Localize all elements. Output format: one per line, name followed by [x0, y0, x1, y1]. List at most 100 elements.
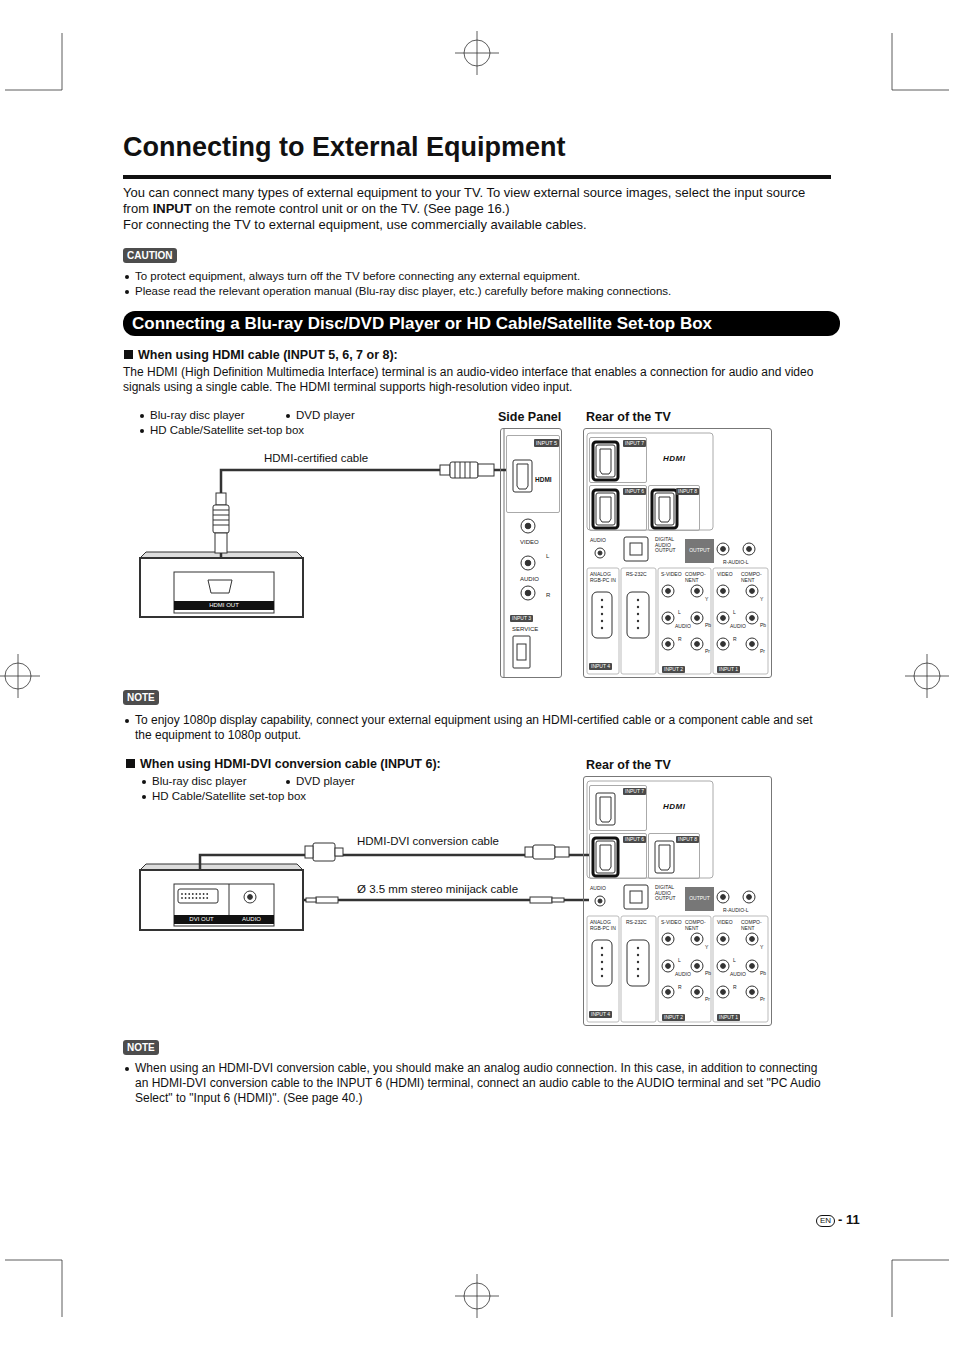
minijack-plug — [316, 897, 338, 903]
dvi-plug — [305, 846, 313, 858]
terminal-label: R — [546, 592, 550, 599]
pin — [185, 893, 187, 895]
terminal-label: INPUT 2 — [662, 666, 685, 673]
optical-terminal — [624, 537, 648, 561]
jack — [595, 548, 605, 558]
jack — [750, 642, 755, 647]
terminal-label: AUDIO — [730, 624, 746, 630]
jack — [721, 642, 726, 647]
hdmi-plug — [593, 838, 618, 876]
terminal-label: Y — [760, 597, 763, 603]
terminal-label: Pb — [705, 623, 711, 629]
jack — [721, 589, 726, 594]
terminal-label: Pr — [760, 997, 765, 1003]
input-group — [713, 916, 768, 1022]
crop-mark — [5, 1260, 62, 1261]
terminal-label: AUDIO — [520, 576, 539, 583]
jack — [666, 589, 671, 594]
device-body — [140, 558, 303, 617]
jack — [525, 590, 531, 596]
terminal-label: INPUT 4 — [589, 663, 612, 670]
jack — [598, 551, 602, 555]
side-panel: Side PanelVIDEOLAUDIORINPUT 3SERVICEINPU… — [500, 428, 562, 678]
square-marker — [124, 350, 133, 359]
hdmi-socket — [596, 445, 615, 477]
pin — [203, 897, 205, 899]
jack — [595, 896, 605, 906]
pin — [601, 606, 603, 608]
terminal-label: L — [733, 610, 736, 616]
terminal-label: AUDIO — [590, 538, 606, 544]
terminal-label: R — [678, 637, 682, 643]
panel-heading: Side Panel — [498, 410, 561, 424]
jack — [750, 616, 755, 621]
jack — [746, 960, 758, 972]
usb-port — [517, 644, 526, 660]
terminal-label: R-AUDIO-L — [723, 908, 749, 914]
body-text: DVD player — [296, 408, 355, 422]
body-text: To protect equipment, always turn off th… — [135, 269, 831, 283]
jack — [717, 960, 729, 972]
terminal-label: L — [678, 610, 681, 616]
hdmi-socket — [596, 793, 615, 825]
registration-mark — [0, 654, 40, 698]
bullet-dot — [125, 275, 129, 279]
jack — [746, 612, 758, 624]
hdmi-socket — [596, 841, 615, 873]
d-sub-port — [627, 940, 649, 986]
badge-text: Connecting a Blu-ray Disc/DVD Player or … — [132, 311, 840, 336]
terminal-label: INPUT 7 — [623, 788, 646, 795]
jack — [695, 964, 700, 969]
plug-rib — [213, 525, 229, 526]
pin — [601, 620, 603, 622]
terminal-label: RS-232C — [626, 572, 647, 578]
terminal-label: HDMI — [663, 454, 685, 463]
device-face — [174, 572, 274, 613]
jack — [521, 556, 535, 570]
hdmi-plug — [593, 442, 618, 480]
pin — [203, 893, 205, 895]
crop-mark — [892, 1260, 949, 1261]
pin — [181, 893, 183, 895]
jack — [747, 895, 752, 900]
terminal-label: HDMI — [535, 476, 552, 483]
jack — [666, 964, 671, 969]
body-text: To enjoy 1080p display capability, conne… — [135, 713, 831, 743]
hdmi-plug — [216, 493, 226, 505]
terminal-label: INPUT 1 — [717, 666, 740, 673]
jack — [525, 523, 531, 529]
jack — [248, 895, 253, 900]
pin — [206, 893, 208, 895]
hdmi-terminal: INPUT 7 — [589, 437, 647, 483]
panel-heading: Rear of the TV — [586, 410, 671, 424]
pin — [199, 897, 201, 899]
crop-mark — [892, 33, 893, 90]
jack — [717, 612, 729, 624]
terminal-label: Y — [760, 945, 763, 951]
jack — [746, 986, 758, 998]
bullet-dot — [125, 719, 129, 723]
hdmi-terminal: INPUT 8 — [648, 485, 700, 531]
input-group — [658, 568, 711, 674]
pin — [185, 897, 187, 899]
rear-panel: Rear of the TVHDMIDIGITAL AUDIO OUTPUTOU… — [583, 428, 772, 678]
terminal-label: Pb — [760, 623, 766, 629]
terminal-label: Y — [705, 945, 708, 951]
terminal-label: L — [678, 958, 681, 964]
terminal-label: Pr — [705, 649, 710, 655]
terminal-label: ANALOG RGB-PC IN — [590, 920, 620, 931]
jack — [521, 586, 535, 600]
section-heading: When using HDMI-DVI conversion cable (IN… — [140, 757, 441, 773]
jack — [717, 986, 729, 998]
bullet-dot — [140, 429, 144, 433]
terminal-label: SERVICE — [512, 626, 538, 633]
pin — [192, 893, 194, 895]
hdmi-plug — [478, 464, 494, 476]
pin — [601, 613, 603, 615]
hdmi-socket — [513, 460, 532, 492]
hdmi-terminal: INPUT 5HDMI — [506, 435, 560, 513]
jack — [721, 547, 726, 552]
body-text: For connecting the TV to external equipm… — [123, 217, 831, 233]
crop-mark — [62, 33, 63, 90]
pin — [601, 968, 603, 970]
